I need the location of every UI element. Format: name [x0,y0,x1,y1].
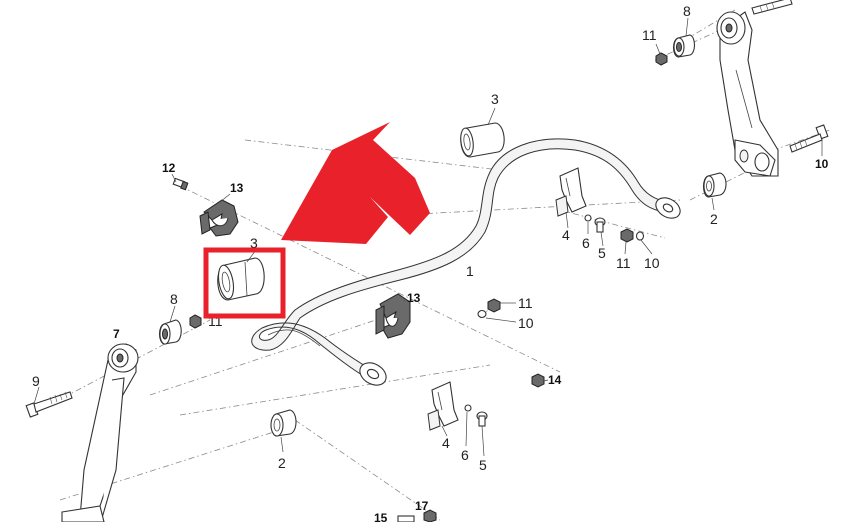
label-8-right: 8 [683,3,691,19]
washer-10-b [477,309,487,319]
label-11-b: 11 [518,295,533,311]
label-12: 12 [162,161,176,175]
link-7-left [61,343,139,522]
label-9: 9 [32,373,40,389]
washer-6-lower [464,404,472,412]
bolt-15 [397,515,415,522]
label-3-upper: 3 [491,91,499,107]
bolt-12 [172,177,189,191]
label-10-a: 10 [644,255,660,271]
bushing-2-right [702,172,727,198]
bushing-2-center [270,409,297,437]
bushing-8-right [672,34,696,58]
nut-11-c [655,52,668,66]
label-6-lower: 6 [461,447,469,463]
bushing-3-upper [460,122,505,158]
bolt-top-right [751,0,793,15]
label-2-right: 2 [710,211,718,227]
bolt-10-right [789,124,829,153]
highlight-box [203,247,286,319]
bushing-8-left [158,319,182,345]
label-17: 17 [415,499,429,513]
label-5-lower: 5 [479,457,487,473]
label-7: 7 [113,327,120,341]
link-right [716,11,779,177]
label-4-lower: 4 [442,435,450,451]
label-13-right: 13 [407,291,421,305]
label-10-right: 10 [815,157,829,171]
clamp-13-left [199,199,239,237]
washer-10-a [635,231,645,241]
nut-11-d [189,314,202,329]
highlight-arrow [281,122,430,244]
nut-17 [423,509,437,522]
nut-11-b [487,298,501,313]
bushing-3-highlighted [217,257,265,301]
clamp-13-right [375,293,411,339]
bolt-5-upper [594,217,606,233]
label-4-upper: 4 [562,227,570,243]
label-13-left: 13 [230,181,244,195]
part-labels: 1 3 3 4 6 5 11 10 2 10 11 8 12 13 13 11 … [32,3,829,522]
bracket-4-upper [555,167,587,217]
leader-lines [33,17,823,457]
stabilizer-bar [251,138,681,386]
label-5-upper: 5 [598,245,606,261]
label-11-a: 11 [616,255,631,271]
label-6-upper: 6 [582,235,590,251]
bolt-9 [25,391,73,418]
label-1: 1 [466,263,474,279]
washer-6-upper [584,214,592,222]
nut-11-a [620,228,634,243]
label-2-center: 2 [278,455,286,471]
label-8-left: 8 [170,291,178,307]
label-3-highlighted: 3 [250,235,258,251]
nut-14 [531,373,545,388]
label-14: 14 [548,373,562,387]
bracket-4-lower [427,381,459,431]
label-15: 15 [374,511,388,522]
label-11-c: 11 [642,27,657,43]
bolt-5-lower [476,411,488,427]
label-10-b: 10 [518,315,534,331]
